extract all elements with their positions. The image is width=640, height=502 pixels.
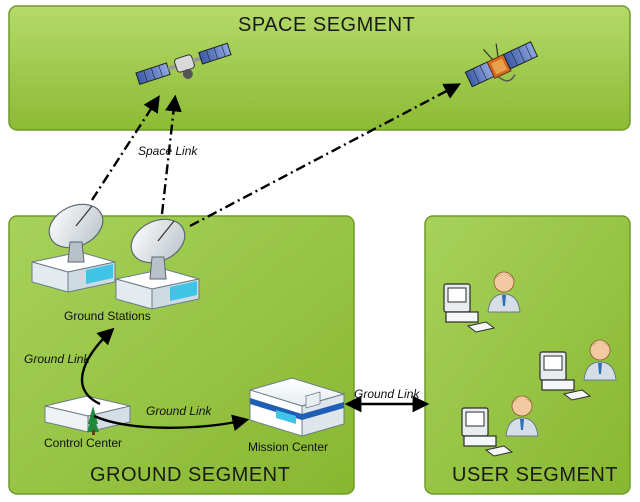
space-segment-panel xyxy=(8,5,631,131)
ground-station-icon xyxy=(31,203,116,293)
ground-segment-title: GROUND SEGMENT xyxy=(90,464,291,486)
ground-link-label-users: Ground Link xyxy=(354,387,420,401)
user-segment-title: USER SEGMENT xyxy=(452,464,619,486)
satellite-icon xyxy=(135,42,232,85)
user-workstation-icon xyxy=(539,339,617,401)
space-segment-title: SPACE SEGMENT xyxy=(238,14,416,36)
ground-link-label-mission: Ground Link xyxy=(146,404,212,418)
ground-link-label-stations: Ground Link xyxy=(24,352,90,366)
ground-station-icon xyxy=(115,218,200,310)
ground-link-line-control-to-stations xyxy=(80,327,115,406)
mission-center-label: Mission Center xyxy=(248,440,329,454)
control-center-building-icon xyxy=(44,395,131,435)
ground-link-line-control-to-mission xyxy=(93,414,250,432)
space-link-label: Space Link xyxy=(138,144,198,158)
space-link-line-left xyxy=(90,95,160,201)
ground-stations-label: Ground Stations xyxy=(64,309,151,323)
mission-center-building-icon xyxy=(248,377,346,437)
communication-satellite-icon xyxy=(464,41,539,88)
control-center-label: Control Center xyxy=(44,436,123,450)
user-workstation-icon xyxy=(443,271,521,333)
user-workstation-icon xyxy=(461,395,539,457)
